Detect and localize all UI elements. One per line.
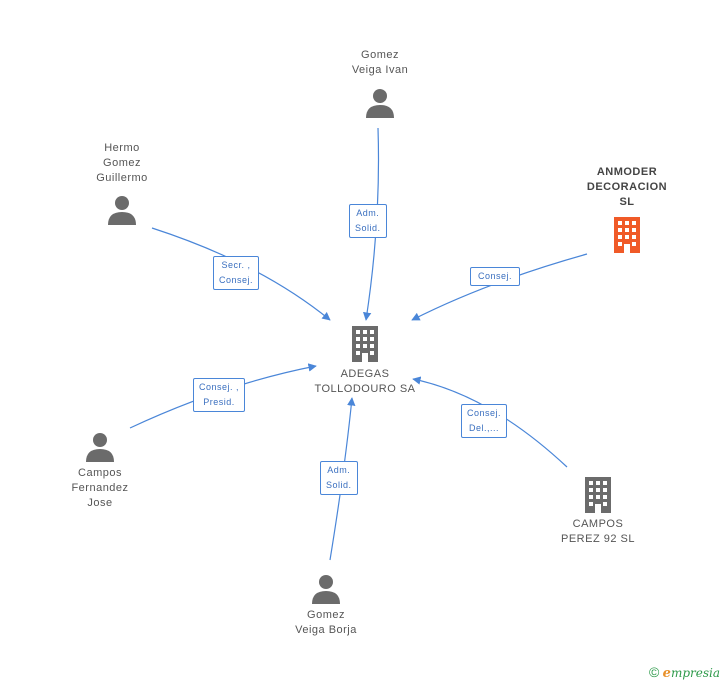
building-icon — [585, 477, 611, 513]
node-label: CAMPOS PEREZ 92 SL — [561, 518, 635, 545]
building-icon — [352, 326, 378, 362]
relation-label-borja[interactable]: Adm. Solid. — [320, 461, 358, 495]
node-hermo-gomez-guillermo[interactable]: Hermo Gomez Guillermo — [72, 141, 172, 225]
node-label: Gomez Veiga Borja — [295, 609, 357, 636]
relation-label-hermo[interactable]: Secr. , Consej. — [213, 256, 260, 290]
person-icon — [86, 433, 114, 462]
node-label: Gomez Veiga Ivan — [351, 49, 409, 76]
person-icon — [108, 196, 136, 225]
node-label: Hermo Gomez Guillermo — [96, 142, 148, 184]
copyright-symbol: © — [649, 664, 660, 680]
building-icon — [614, 217, 640, 253]
node-campos-fernandez-jose[interactable]: Campos Fernandez Jose — [50, 432, 150, 511]
node-label: ANMODER DECORACION SL — [586, 166, 668, 208]
edge-anmoder — [411, 253, 588, 321]
node-label: Campos Fernandez Jose — [71, 467, 129, 509]
relation-label-perez[interactable]: Consej. Del.,... — [461, 404, 508, 438]
node-gomez-veiga-ivan[interactable]: Gomez Veiga Ivan — [330, 48, 430, 118]
empresia-logo: © empresia — [649, 664, 720, 681]
relation-label-jose[interactable]: Consej. , Presid. — [193, 378, 246, 412]
person-icon — [366, 89, 394, 118]
node-adegas-tollodouro[interactable]: ADEGAS TOLLODOURO SA — [300, 326, 430, 397]
person-icon — [312, 575, 340, 604]
node-gomez-veiga-borja[interactable]: Gomez Veiga Borja — [276, 574, 376, 638]
node-anmoder-decoracion[interactable]: ANMODER DECORACION SL — [572, 165, 682, 253]
node-campos-perez-92[interactable]: CAMPOS PEREZ 92 SL — [548, 477, 648, 547]
brand-name: empresia — [662, 666, 721, 681]
relation-label-anmoder[interactable]: Consej. — [470, 267, 521, 286]
node-label: ADEGAS TOLLODOURO SA — [314, 368, 416, 395]
relation-label-ivan[interactable]: Adm. Solid. — [349, 204, 387, 238]
